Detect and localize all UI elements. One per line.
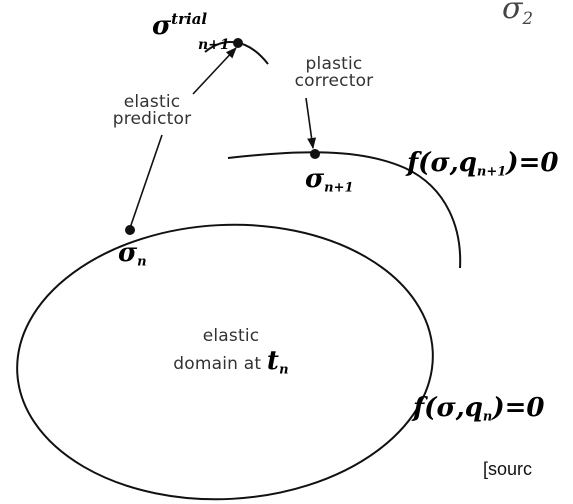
label-sigma-n1: σn+1 bbox=[305, 164, 354, 196]
elastic-predictor-arrow bbox=[129, 134, 163, 229]
yield-surface-n1 bbox=[227, 151, 462, 269]
point-sigma-trial bbox=[233, 38, 243, 48]
point-sigma-n bbox=[125, 225, 135, 235]
label-plastic-corrector: plastic corrector bbox=[294, 54, 374, 91]
equation-yield-n1: f(σ,qn+1)=0 bbox=[407, 148, 559, 180]
point-sigma-n1 bbox=[310, 149, 320, 159]
elastic-predictor-arrow-head bbox=[192, 47, 237, 95]
label-sigma-n: σn bbox=[118, 238, 147, 270]
plastic-corrector-arrow bbox=[305, 97, 317, 150]
top-right-fragment: σ2 bbox=[502, 0, 533, 28]
label-elastic-predictor: elastic predictor bbox=[112, 92, 192, 129]
label-sigma-trial-sub: n+1 bbox=[198, 37, 230, 53]
source-citation: [sourc bbox=[483, 459, 533, 479]
yield-surface-n bbox=[16, 223, 434, 501]
label-elastic-domain: elastic domain at tn bbox=[173, 326, 289, 378]
label-sigma-trial: σtrial bbox=[152, 10, 208, 41]
equation-yield-n: f(σ,qn)=0 bbox=[413, 393, 545, 425]
